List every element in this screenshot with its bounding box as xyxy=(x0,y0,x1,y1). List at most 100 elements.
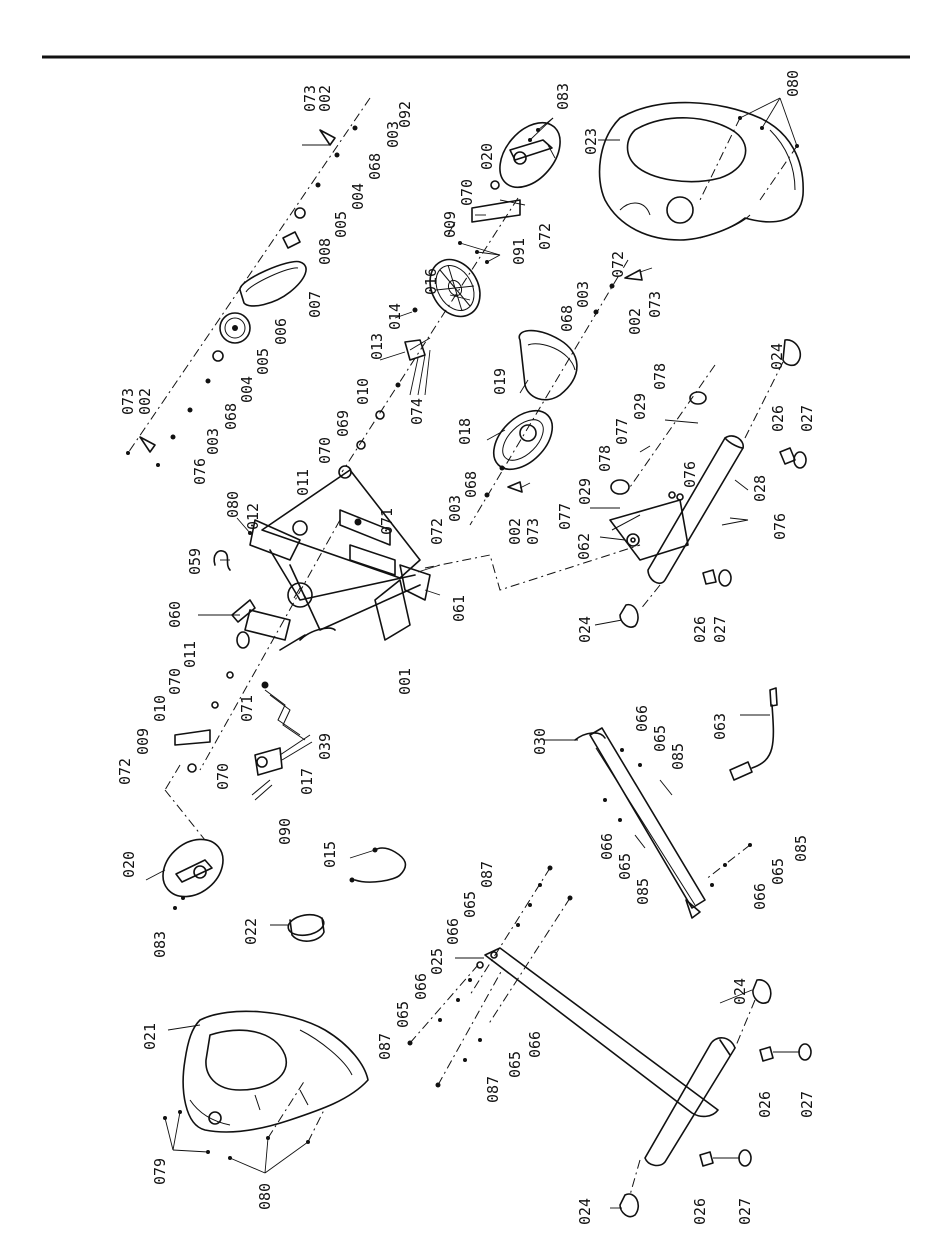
label-rear-027b: 027 xyxy=(711,616,729,643)
label-leaders xyxy=(145,144,770,1209)
label-belt-002: 002 xyxy=(626,308,644,335)
label-top-right-005: 005 xyxy=(332,211,350,238)
idler-assembly xyxy=(590,364,716,509)
label-front-066b: 066 xyxy=(412,973,430,1000)
large-belt xyxy=(518,329,578,401)
label-front-024: 024 xyxy=(731,978,749,1005)
drive-belt xyxy=(239,260,307,307)
main-frame xyxy=(244,469,431,651)
label-front-087c: 087 xyxy=(484,1076,502,1103)
sensor-cable xyxy=(349,847,407,883)
label-rear-024: 024 xyxy=(768,343,786,370)
label-power-063: 063 xyxy=(711,713,729,740)
label-belt-068: 068 xyxy=(558,305,576,332)
left-cover-screws xyxy=(163,1079,326,1174)
rear-feet xyxy=(619,339,807,628)
label-cap-022: 022 xyxy=(242,918,260,945)
label-front-024b: 024 xyxy=(576,1198,594,1225)
label-front-066: 066 xyxy=(444,918,462,945)
label-rear-026: 026 xyxy=(769,405,787,432)
left-pedal xyxy=(162,789,224,910)
label-flywheel-074: 074 xyxy=(408,398,426,425)
part-labels: 073 002 092 003 068 004 005 008 007 006 … xyxy=(116,70,816,1225)
flywheel-bolts xyxy=(458,241,501,264)
label-rear-026b: 026 xyxy=(691,616,709,643)
front-stabilizer xyxy=(476,947,736,1167)
label-rail-066c: 066 xyxy=(751,883,769,910)
label-frame-060: 060 xyxy=(166,601,184,628)
label-cover-left-021: 021 xyxy=(141,1023,159,1050)
label-front-065c: 065 xyxy=(506,1051,524,1078)
label-flywheel-070: 070 xyxy=(316,437,334,464)
label-frame-070b: 070 xyxy=(214,763,232,790)
label-rear-028: 028 xyxy=(751,475,769,502)
power-adapter xyxy=(729,687,778,781)
label-rear-062: 062 xyxy=(575,533,593,560)
label-rear-024b: 024 xyxy=(576,616,594,643)
label-rear-076: 076 xyxy=(771,513,789,540)
label-flywheel-014: 014 xyxy=(386,303,404,330)
left-side-cover xyxy=(182,1010,369,1133)
label-front-026: 026 xyxy=(756,1091,774,1118)
rear-stabilizer xyxy=(609,435,744,585)
label-front-027b: 027 xyxy=(736,1198,754,1225)
label-front-087: 087 xyxy=(478,861,496,888)
large-wheel xyxy=(492,409,554,471)
label-flywheel-071: 071 xyxy=(378,508,396,535)
right-side-cover xyxy=(598,101,804,241)
label-cover-left-080: 080 xyxy=(256,1183,274,1210)
cover-right-leaders xyxy=(598,97,799,201)
label-frame-001: 001 xyxy=(396,668,414,695)
label-front-027: 027 xyxy=(798,1091,816,1118)
label-pedal-right-070: 070 xyxy=(458,179,476,206)
label-belt-072: 072 xyxy=(609,251,627,278)
frame-left-shaft xyxy=(199,518,362,771)
label-rail-085b: 085 xyxy=(634,878,652,905)
label-idler-029b: 029 xyxy=(576,478,594,505)
label-left-073: 073 xyxy=(524,518,542,545)
label-frame-011: 011 xyxy=(181,641,199,668)
label-flywheel-013: 013 xyxy=(368,333,386,360)
label-rail-065c: 065 xyxy=(769,858,787,885)
label-idler-077b: 077 xyxy=(556,503,574,530)
label-front-025: 025 xyxy=(428,948,446,975)
label-flywheel-016: 016 xyxy=(422,268,440,295)
label-left-068: 068 xyxy=(462,471,480,498)
label-top-right-007: 007 xyxy=(306,291,324,318)
label-top-right-004: 004 xyxy=(349,183,367,210)
label-top-right-003: 003 xyxy=(384,121,402,148)
label-left-002: 002 xyxy=(506,518,524,545)
label-pedal-left-020: 020 xyxy=(120,851,138,878)
label-pedal-right-083: 083 xyxy=(554,83,572,110)
label-cover-right-023: 023 xyxy=(582,128,600,155)
label-frame-080: 080 xyxy=(224,491,242,518)
label-top-right-008: 008 xyxy=(316,238,334,265)
label-belt-003: 003 xyxy=(574,281,592,308)
label-idler-029: 029 xyxy=(631,393,649,420)
label-top-right-068b: 068 xyxy=(222,403,240,430)
label-front-065b: 065 xyxy=(394,1001,412,1028)
label-cable-015: 015 xyxy=(321,841,339,868)
label-belt-019: 019 xyxy=(491,368,509,395)
flywheel-shaft xyxy=(338,197,519,479)
label-wheel-018: 018 xyxy=(456,418,474,445)
label-rail-066: 066 xyxy=(633,705,651,732)
label-idler-078: 078 xyxy=(651,363,669,390)
frame-rear-connector xyxy=(424,544,641,591)
frame-top-parts xyxy=(213,517,441,573)
label-idler-076: 076 xyxy=(681,461,699,488)
label-flywheel-010: 010 xyxy=(354,378,372,405)
label-top-right-073b: 073 xyxy=(119,388,137,415)
label-top-right-076: 076 xyxy=(191,458,209,485)
label-pedal-right-020: 020 xyxy=(478,143,496,170)
right-crank xyxy=(471,180,526,223)
label-rear-027: 027 xyxy=(798,405,816,432)
top-axle-assembly xyxy=(126,97,371,467)
label-pedal-right-009: 009 xyxy=(441,211,459,238)
end-cap xyxy=(287,913,325,942)
label-sensor-017: 017 xyxy=(298,768,316,795)
label-top-right-068: 068 xyxy=(366,153,384,180)
label-rail-085c: 085 xyxy=(792,835,810,862)
front-feet xyxy=(619,979,812,1218)
